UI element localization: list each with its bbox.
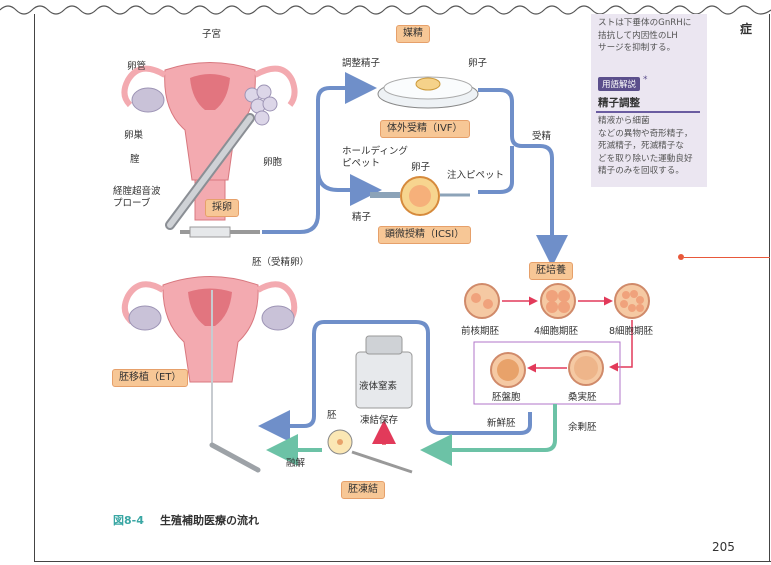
chapter-tab: 症 <box>740 22 753 36</box>
label-sperm-icsi: 精子 <box>352 212 372 223</box>
blastocyst-morula <box>490 350 604 388</box>
label-holding-pipette: ホールディング ピペット <box>342 146 408 169</box>
tag-embryo-transfer: 胚移植（ET） <box>112 369 189 387</box>
embryo-stages <box>464 283 650 319</box>
tag-ivf: 体外受精（IVF） <box>380 120 470 138</box>
label-follicle: 卵胞 <box>263 157 283 168</box>
ultrasound-probe <box>165 113 260 238</box>
label-pronuclear: 前核期胚 <box>461 326 500 337</box>
cryo-straw <box>327 429 413 474</box>
label-adjusted-sperm: 調整精子 <box>342 58 381 69</box>
label-thaw: 融解 <box>286 458 306 469</box>
keyword-body: 精液から細菌 などの異物や奇形精子， 死滅精子，死滅精子な どを取り除いた運動良… <box>598 116 693 176</box>
icsi-egg <box>370 176 470 216</box>
page-border-bottom <box>34 561 771 562</box>
label-fertilization: 受精 <box>532 131 552 142</box>
label-embryo-fertilized: 胚（受精卵） <box>252 257 310 268</box>
label-injection-pipette: 注入ピペット <box>447 170 505 181</box>
label-liquid-nitrogen: 液体窒素 <box>359 381 398 392</box>
label-ovary: 卵巣 <box>124 130 144 141</box>
label-blastocyst: 胚盤胞 <box>492 392 521 403</box>
page-border-left <box>34 14 35 562</box>
label-uterus: 子宮 <box>202 29 222 40</box>
label-eight-cell: 8細胞期胚 <box>609 326 654 337</box>
figure-title: 生殖補助医療の流れ <box>160 514 259 527</box>
tag-embryo-culture: 胚培養 <box>529 262 573 280</box>
sidebar-top-text: ストは下垂体のGnRHに 拮抗して内因性のLH サージを抑制する。 <box>598 18 692 53</box>
label-cryopreservation: 凍結保存 <box>360 415 399 426</box>
tag-egg-retrieval: 採卵 <box>205 199 239 217</box>
page-border-right <box>769 14 770 562</box>
label-four-cell: 4細胞期胚 <box>534 326 579 337</box>
label-egg-ivf: 卵子 <box>468 58 488 69</box>
keyword-badge: 用語解説 <box>598 77 641 91</box>
label-fresh-embryo: 新鮮胚 <box>487 418 516 429</box>
liquid-nitrogen-tank <box>355 335 413 445</box>
label-morula: 桑実胚 <box>568 392 597 403</box>
keyword-underline <box>596 111 700 113</box>
label-embryo-small: 胚 <box>327 410 337 421</box>
margin-marker-dot <box>678 254 684 260</box>
sidebar-note <box>591 14 707 187</box>
wavy-edge <box>0 5 771 15</box>
tag-icsi: 顕微授精（ICSI） <box>378 226 472 244</box>
label-fallopian: 卵管 <box>127 61 147 72</box>
margin-marker-line <box>684 257 770 258</box>
keyword-mark: * <box>643 75 648 85</box>
label-surplus-embryo: 余剰胚 <box>568 422 597 433</box>
tag-insemination: 媒精 <box>396 25 430 43</box>
label-probe: 経腟超音波 プローブ <box>113 186 161 209</box>
uterus-illustration-bottom <box>121 276 298 473</box>
uterus-illustration-top <box>121 62 298 221</box>
keyword-title: 精子調整 <box>598 97 640 109</box>
label-egg-icsi: 卵子 <box>411 162 431 173</box>
figure-number: 図8-4 <box>113 514 144 527</box>
label-vagina: 腟 <box>130 154 140 165</box>
petri-dish-ivf <box>377 76 479 109</box>
tag-embryo-freezing: 胚凍結 <box>341 481 385 499</box>
page-number: 205 <box>712 540 735 554</box>
